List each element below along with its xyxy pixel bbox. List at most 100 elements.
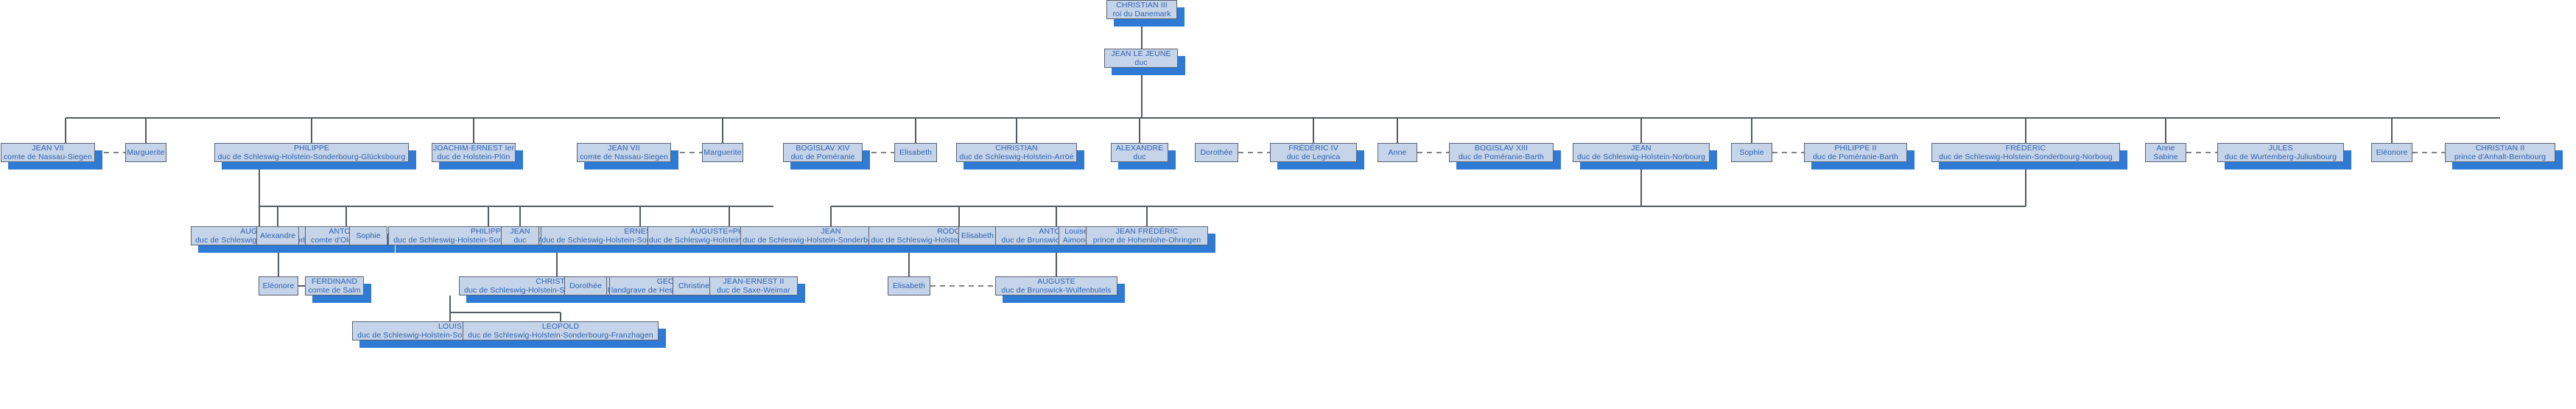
person-name: Elisabeth (892, 281, 926, 290)
person-title: Aimone (1062, 236, 1090, 245)
person-name: JEAN VII (32, 143, 64, 153)
person-name: LOUIS (438, 321, 462, 331)
person-node[interactable]: Elisabeth (894, 143, 937, 162)
person-name: CHRISTIAN III (1116, 0, 1168, 10)
person-node[interactable]: Elisabeth (888, 276, 930, 296)
person-name: BOGISLAV XIII (1474, 143, 1529, 153)
person-name: Elisabeth (961, 231, 994, 240)
person-name: Louise (1064, 226, 1088, 236)
person-name: Dorothée (1200, 147, 1233, 157)
person-name: Anne (1388, 147, 1407, 157)
person-name: Alexandre (259, 231, 296, 240)
person-title: duc de Poméranie-Barth (1458, 153, 1544, 161)
person-title: comte de Salm (308, 286, 361, 295)
person-name: LEOPOLD (541, 321, 580, 331)
person-node[interactable]: Christine (673, 276, 715, 296)
person-name: JEAN (821, 226, 841, 236)
person-title: duc de Schleswig-Holstein-Sonderbourg-Gl… (217, 153, 406, 161)
person-title: prince de Hohenlohe-Ohringen (1092, 236, 1201, 245)
person-node[interactable]: Sophie (1731, 143, 1772, 162)
person-title: duc de Wurtemberg-Juliusbourg (2224, 153, 2337, 161)
person-node[interactable]: Eléonore (259, 276, 298, 296)
person-name: ALEXANDRE (1115, 143, 1164, 153)
person-title: duc de Schleswig-Holstein-Norbourg (1577, 153, 1705, 161)
person-title: roi du Danemark (1112, 10, 1171, 18)
person-name: Marguerite (127, 147, 165, 157)
person-name: FRÉDÉRIC IV (1288, 143, 1338, 153)
person-node[interactable]: Marguerite (702, 143, 743, 162)
person-name: AUGUSTE (1037, 276, 1075, 286)
person-name: Anne (2156, 143, 2175, 153)
person-name: Eléonore (2376, 147, 2408, 157)
person-node[interactable]: Eléonore (2371, 143, 2412, 162)
person-name: JEAN VII (608, 143, 640, 153)
person-title: comte de Nassau-Siegen (579, 153, 669, 161)
person-title: duc de Brunswick-Wulfenbutels (1001, 286, 1112, 295)
person-name: FRÉDÉRIC (2005, 143, 2046, 153)
marriage-links (104, 152, 2445, 287)
person-name: FERDINAND (311, 276, 358, 286)
person-name: JEAN-ERNEST II (723, 276, 785, 286)
person-title: duc de Poméranie (790, 153, 855, 161)
person-name: Eléonore (262, 281, 295, 290)
person-name: PHILIPPE (470, 226, 507, 236)
person-title: duc de Schleswig-Holstein-Arröé (959, 153, 1074, 161)
person-node[interactable]: Dorothée (1195, 143, 1238, 162)
person-title: duc de Poméranie-Barth (1812, 153, 1898, 161)
person-name: CHRISTIAN (995, 143, 1038, 153)
person-title: duc de Holstein-Plön (437, 153, 510, 161)
person-node[interactable]: Elisabeth (958, 226, 997, 245)
person-name: JEAN (1631, 143, 1652, 153)
person-title: duc de Legnica (1286, 153, 1341, 161)
person-name: PHILIPPE (293, 143, 330, 153)
person-name: CHRISTIAN II (2475, 143, 2525, 153)
person-title: Sabine (2153, 153, 2178, 161)
person-name: Sophie (1739, 147, 1764, 157)
person-name: Sophie (356, 231, 381, 240)
person-node[interactable]: Sophie (349, 226, 387, 245)
person-title: comte de Nassau-Siegen (3, 153, 93, 161)
person-node[interactable]: Alexandre (256, 226, 299, 245)
person-title: duc de Schleswig-Holstein-Sonderbourg-No… (1939, 153, 2113, 161)
person-node[interactable]: Anne (1378, 143, 1417, 162)
person-title: prince d'Anhalt-Bernbourg (2454, 153, 2547, 161)
person-name: Marguerite (703, 147, 742, 157)
person-title: duc de Saxe-Weimar (717, 286, 790, 295)
person-node[interactable]: Marguerite (125, 143, 166, 162)
person-title: duc de Schleswig-Holstein-Sonderbourg-Fr… (468, 331, 653, 340)
person-node[interactable]: Dorothée (564, 276, 607, 296)
person-name: PHILIPPE II (1834, 143, 1877, 153)
person-name: Christine (678, 281, 710, 290)
person-name: Dorothée (569, 281, 602, 290)
person-name: JEAN LE JEUNE (1111, 49, 1171, 58)
person-name: JOACHIM-ERNEST Ier (432, 143, 515, 153)
person-name: BOGISLAV XIV (796, 143, 850, 153)
person-title: duc (513, 236, 527, 245)
person-title: duc (1134, 58, 1148, 67)
person-name: JEAN FRÉDÉRIC (1115, 226, 1179, 236)
